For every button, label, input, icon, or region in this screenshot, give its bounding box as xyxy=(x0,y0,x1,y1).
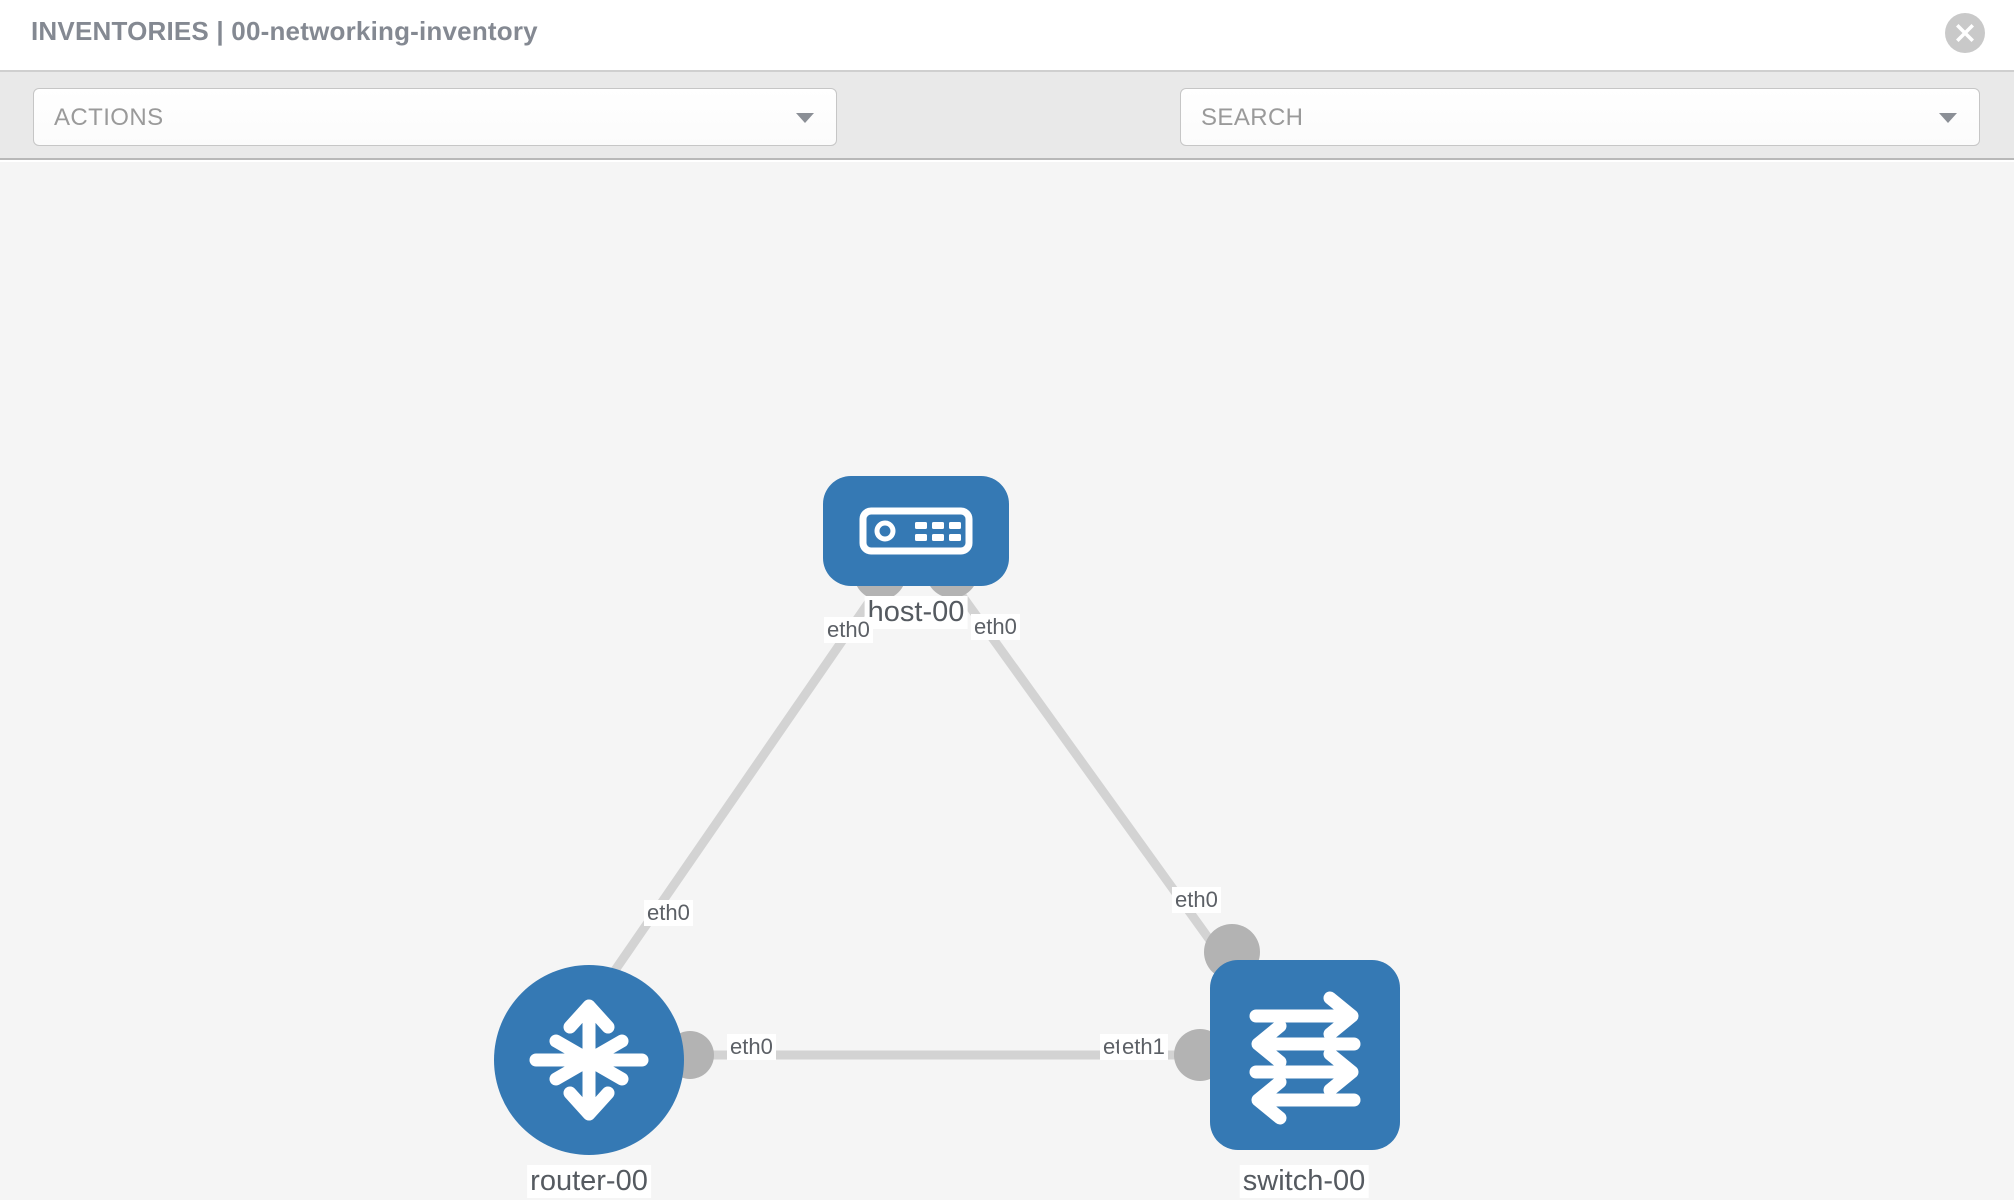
close-button[interactable] xyxy=(1945,13,1985,53)
page-header: INVENTORIES | 00-networking-inventory xyxy=(0,0,2014,70)
node-switch-00[interactable] xyxy=(1210,960,1400,1150)
edge-label-switch-router: eth1 xyxy=(1119,1034,1168,1060)
search-placeholder: SEARCH xyxy=(1201,104,1304,131)
toolbar: ACTIONS SEARCH xyxy=(0,70,2014,204)
node-switch-00-label: switch-00 xyxy=(1239,1165,1369,1198)
close-icon xyxy=(1956,24,1974,42)
node-router-00[interactable] xyxy=(494,965,684,1155)
edge-host-router xyxy=(596,583,884,995)
node-host-00-shape xyxy=(823,476,1009,586)
actions-dropdown-label: ACTIONS xyxy=(54,104,164,131)
edge-lines xyxy=(596,583,1244,1060)
page-title: INVENTORIES | 00-networking-inventory xyxy=(31,16,538,46)
edge-label-switch-host: eth0 xyxy=(1172,887,1221,913)
edge-host-switch xyxy=(951,583,1244,985)
search-input[interactable]: SEARCH xyxy=(1180,88,1980,146)
topology-graph xyxy=(596,546,1260,1081)
actions-dropdown[interactable]: ACTIONS xyxy=(33,88,837,146)
chevron-down-icon xyxy=(796,113,814,123)
edge-label-router-host: eth0 xyxy=(644,900,693,926)
edge-label-host-switch-near: eth0 xyxy=(971,614,1020,640)
node-host-00[interactable] xyxy=(823,476,1009,586)
node-host-00-label: host-00 xyxy=(864,596,968,629)
edge-label-router-switch-left: eth0 xyxy=(727,1034,776,1060)
topology-canvas[interactable]: host-00 router-00 xyxy=(0,162,2014,1200)
server-icon xyxy=(859,507,973,555)
node-switch-00-shape xyxy=(1210,960,1400,1150)
edge-label-host-router-near: eth0 xyxy=(824,617,873,643)
router-icon xyxy=(529,999,649,1121)
switch-icon xyxy=(1249,991,1361,1125)
node-router-00-label: router-00 xyxy=(527,1165,651,1198)
search-chevron-down-icon[interactable] xyxy=(1939,113,1957,123)
